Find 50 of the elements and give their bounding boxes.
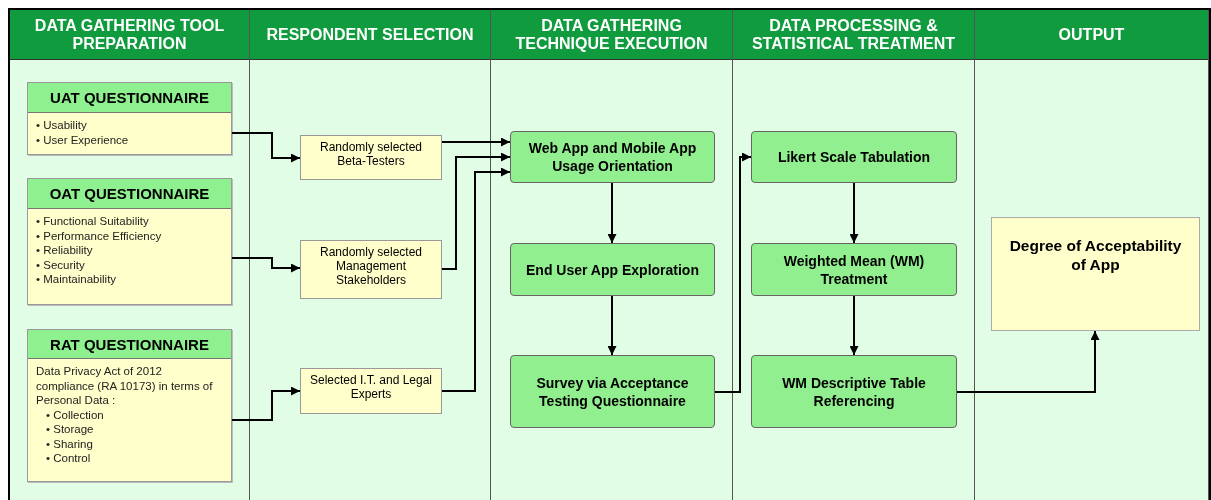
arrow bbox=[849, 295, 859, 356]
process-box: Web App and Mobile App Usage Orientation bbox=[510, 131, 715, 183]
swimlane-column bbox=[733, 10, 975, 500]
respondent-box: Randomly selected Beta-Testers bbox=[300, 135, 442, 180]
process-box: Survey via Acceptance Testing Questionnaire bbox=[510, 355, 715, 428]
questionnaire-card bbox=[27, 329, 232, 482]
arrow bbox=[607, 295, 617, 356]
swimlane-column bbox=[250, 10, 491, 500]
swimlane-column bbox=[975, 10, 1209, 500]
card-heading: OAT QUESTIONNAIRE bbox=[28, 179, 231, 209]
output-box: Degree of Acceptability of App bbox=[991, 217, 1200, 331]
arrow bbox=[849, 182, 859, 244]
process-box: WM Descriptive Table Referencing bbox=[751, 355, 957, 428]
arrow bbox=[441, 167, 511, 392]
column-header: DATA PROCESSING & STATISTICAL TREATMENT bbox=[733, 10, 974, 60]
column-header: OUTPUT bbox=[975, 10, 1208, 60]
arrow bbox=[956, 330, 1100, 393]
column-header: RESPONDENT SELECTION bbox=[250, 10, 490, 60]
respondent-box: Randomly selected Management Stakeholders bbox=[300, 240, 442, 299]
bullet-item: • Usability bbox=[36, 118, 88, 133]
bullet-item: • Maintainability bbox=[36, 272, 118, 287]
process-box: Likert Scale Tabulation bbox=[751, 131, 957, 183]
bullet-item: • Control bbox=[46, 451, 92, 466]
bullet-item: • Sharing bbox=[46, 436, 94, 451]
bullet-item: • Storage bbox=[46, 422, 95, 437]
questionnaire-card bbox=[27, 178, 232, 305]
respondent-box: Selected I.T. and Legal Experts bbox=[300, 368, 442, 414]
arrow bbox=[441, 137, 511, 147]
body-text: Data Privacy Act of 2012 compliance (RA 10173) in terms of Personal Data : bbox=[36, 364, 214, 408]
bullet-item: • User Experience bbox=[36, 132, 130, 147]
bullet-item: • Functional Suitability bbox=[36, 214, 150, 229]
arrow bbox=[714, 152, 752, 393]
process-box: End User App Exploration bbox=[510, 243, 715, 296]
arrow bbox=[231, 257, 301, 273]
arrow bbox=[607, 182, 617, 244]
questionnaire-card bbox=[27, 82, 232, 155]
card-heading: UAT QUESTIONNAIRE bbox=[28, 83, 231, 113]
swimlane-column bbox=[491, 10, 733, 500]
bullet-item: • Collection bbox=[46, 407, 105, 422]
swimlane-column bbox=[10, 10, 250, 500]
arrow bbox=[231, 386, 301, 421]
arrow bbox=[441, 152, 511, 270]
card-heading: RAT QUESTIONNAIRE bbox=[28, 330, 231, 359]
bullet-item: • Performance Efficiency bbox=[36, 228, 163, 243]
bullet-item: • Security bbox=[36, 257, 86, 272]
column-header: DATA GATHERING TECHNIQUE EXECUTION bbox=[491, 10, 732, 60]
bullet-item: • Reliability bbox=[36, 243, 94, 258]
arrow bbox=[231, 132, 301, 163]
process-box: Weighted Mean (WM) Treatment bbox=[751, 243, 957, 296]
column-header: DATA GATHERING TOOL PREPARATION bbox=[10, 10, 249, 60]
